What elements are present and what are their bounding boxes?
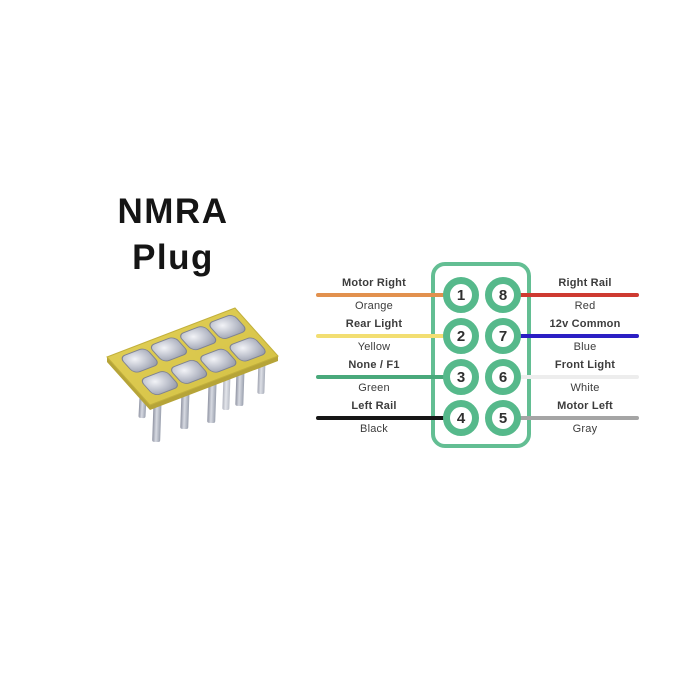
right-wire [502,375,639,379]
wire-row: Rear Light Yellow 12v Common Blue 2 7 [0,314,700,358]
right-wire-color-label: Gray [572,423,598,435]
right-wire-color-label: Red [574,300,596,312]
wire-row: Motor Right Orange Right Rail Red 1 8 [0,273,700,317]
pin-number: 2 [456,327,466,345]
pin-circle-5: 5 [485,400,521,436]
left-wire-color-label: Black [360,423,388,435]
left-pin-function-label: None / F1 [348,359,400,371]
title-line-2: Plug [132,238,214,277]
left-pin-function-label: Motor Right [342,277,406,289]
right-pin-function-label: Right Rail [558,277,612,289]
pin-number: 6 [498,368,508,386]
right-wire-color-label: Blue [573,341,597,353]
pin-number: 8 [498,286,508,304]
pin-circle-8: 8 [485,277,521,313]
left-wire [316,416,462,420]
pin-circle-6: 6 [485,359,521,395]
pin-number: 4 [456,409,466,427]
right-pin-function-label: 12v Common [549,318,621,330]
pin-circle-7: 7 [485,318,521,354]
left-pin-function-label: Rear Light [345,318,403,330]
right-wire [502,293,639,297]
solder-pads [121,315,266,396]
pin-circle-1: 1 [443,277,479,313]
pin-number: 3 [456,368,466,386]
right-wire [502,416,639,420]
pin-number: 1 [456,286,466,304]
pin-circle-4: 4 [443,400,479,436]
left-wire [316,375,462,379]
wire-row: Left Rail Black Motor Left Gray 4 5 [0,396,700,440]
left-pin-function-label: Left Rail [351,400,397,412]
right-wire [502,334,639,338]
title-line-1: NMRA [117,192,229,231]
pin-circle-3: 3 [443,359,479,395]
product-title: NMRA Plug [73,189,273,281]
right-wire-color-label: White [570,382,600,394]
right-pin-function-label: Front Light [554,359,616,371]
left-wire-color-label: Yellow [357,341,391,353]
connector-outline [431,262,531,448]
left-wire [316,293,462,297]
left-wire [316,334,462,338]
pin-number: 7 [498,327,508,345]
left-wire-color-label: Orange [355,300,393,312]
right-pin-function-label: Motor Left [557,400,613,412]
left-wire-color-label: Green [358,382,390,394]
plug-photo [106,307,279,443]
pin-number: 5 [498,409,508,427]
pin-circle-2: 2 [443,318,479,354]
wire-row: None / F1 Green Front Light White 3 6 [0,355,700,399]
